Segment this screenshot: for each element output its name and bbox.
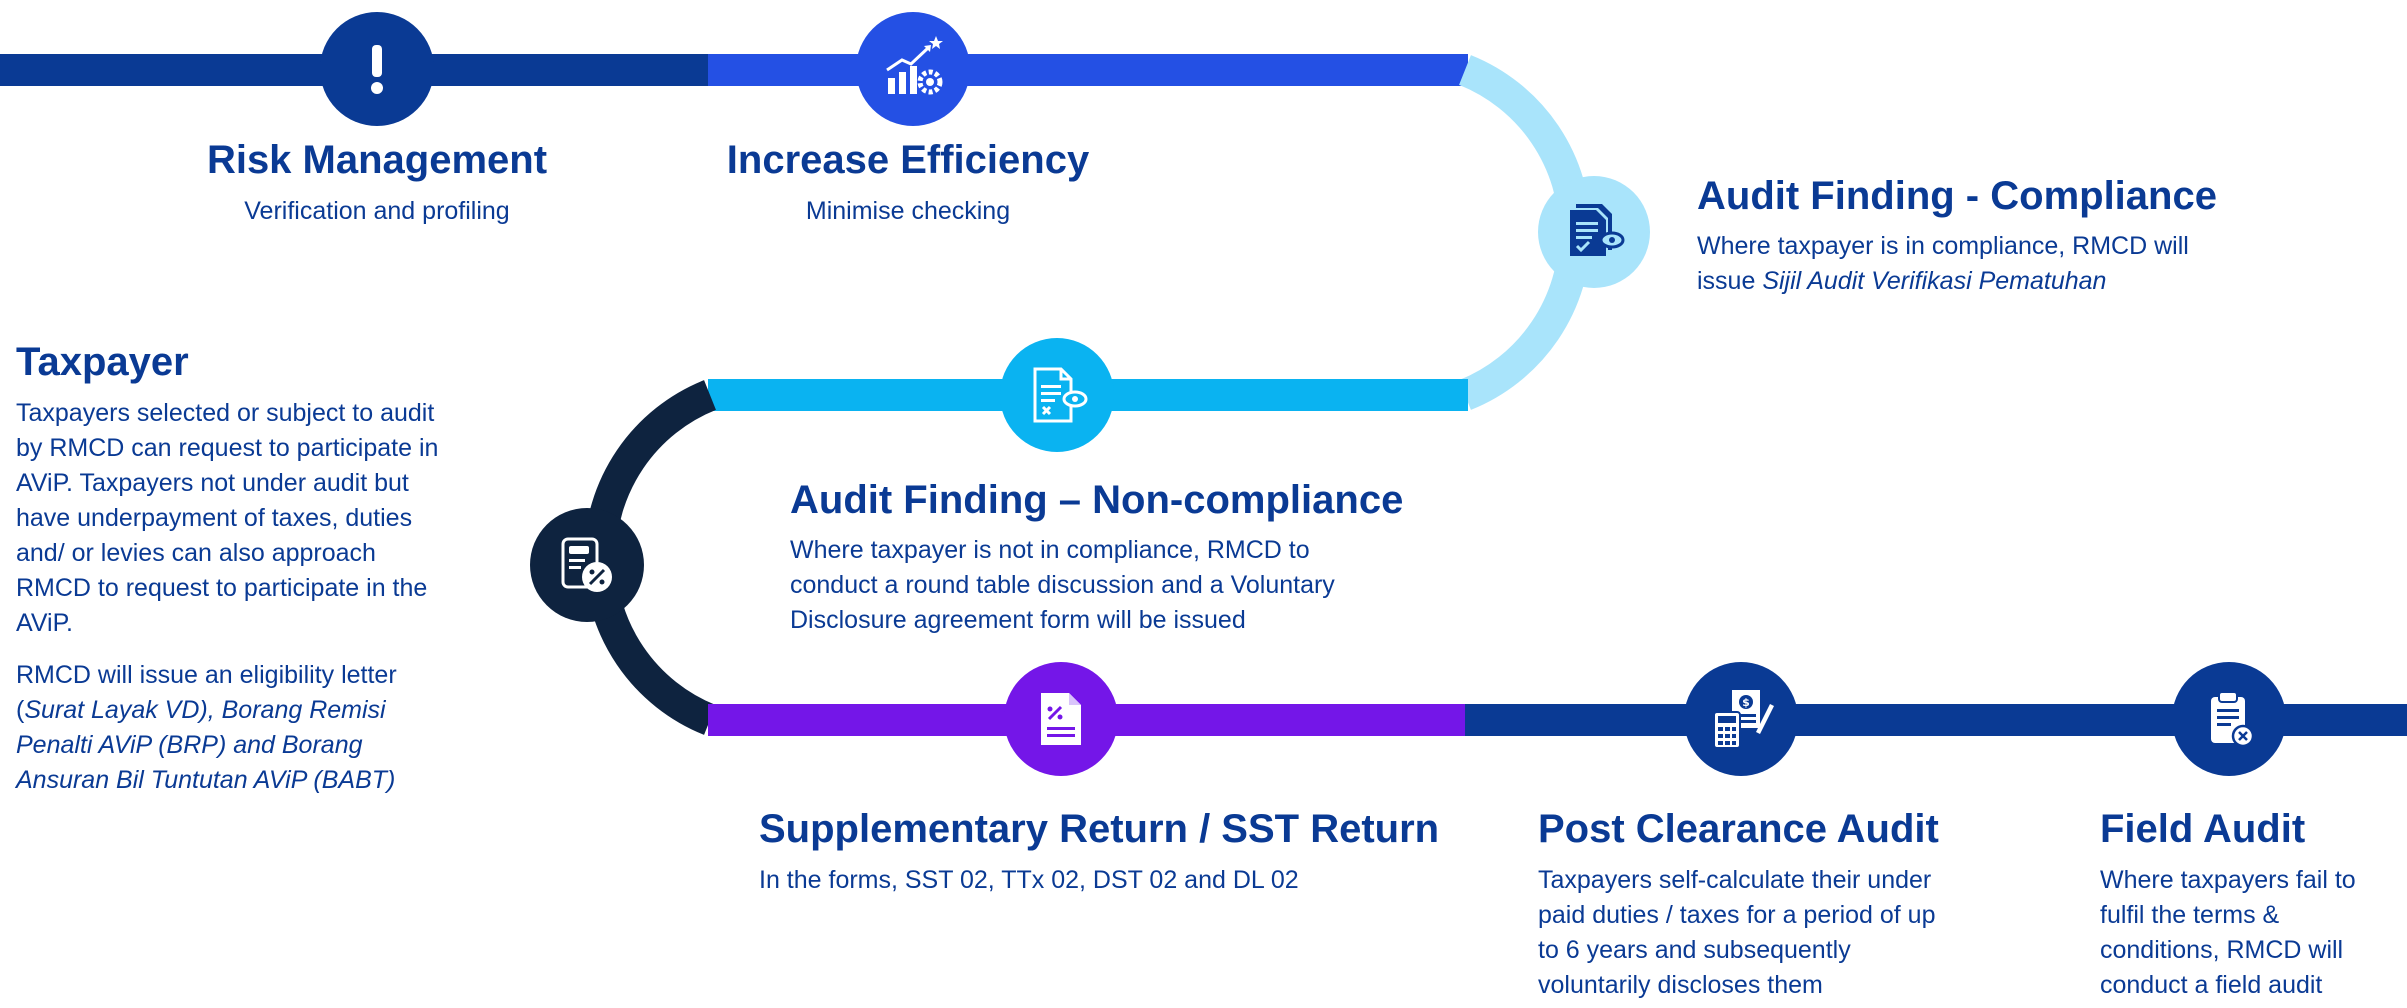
description-line: RMCD will issue an eligibility letter <box>16 661 397 689</box>
description-line: Taxpayers selected or subject to audit <box>16 399 435 427</box>
field-audit-description: Where taxpayers fail to fulfil the terms… <box>2100 863 2400 1003</box>
clipboard-cross-icon <box>2211 691 2255 748</box>
description-line: voluntarily discloses them <box>1538 971 1823 999</box>
risk-management-description: Verification and profiling <box>244 197 510 225</box>
description-line: issue Sijil Audit Verifikasi Pematuhan <box>1697 264 2297 299</box>
supplementary-return-node <box>1004 662 1118 776</box>
taxpayer-node <box>530 508 644 622</box>
description-line: Ansuran Bil Tuntutan AViP (BABT) <box>16 766 396 794</box>
field-audit-node <box>2172 662 2286 776</box>
percent-form-icon <box>1041 693 1081 745</box>
description-line: AViP. <box>16 609 73 637</box>
description-line: conditions, RMCD will <box>2100 936 2344 964</box>
description-line: conduct a round table discussion and a V… <box>790 571 1335 599</box>
description-line: paid duties / taxes for a period of up <box>1538 901 1936 929</box>
calculator-bill-icon: $ <box>1713 690 1774 749</box>
taxpayer-title: Taxpayer <box>16 340 189 384</box>
post-clearance-audit-title: Post Clearance Audit <box>1538 807 1939 851</box>
post-clearance-audit-description: Taxpayers self-calculate their under pai… <box>1538 863 1998 1003</box>
taxpayer-description: Taxpayers selected or subject to audit b… <box>16 396 496 641</box>
description-line: and/ or levies can also approach <box>16 539 376 567</box>
risk-management-title: Risk Management <box>206 138 548 182</box>
description-text: issue <box>1697 267 1763 295</box>
increase-efficiency-title: Increase Efficiency <box>726 138 1090 182</box>
field-audit-title: Field Audit <box>2100 807 2306 851</box>
document-check-eye-icon <box>1570 204 1625 256</box>
svg-text:$: $ <box>1742 696 1750 709</box>
increase-efficiency-description: Minimise checking <box>805 197 1011 225</box>
supplementary-return-title: Supplementary Return / SST Return <box>759 807 1440 851</box>
audit-compliance-description: Where taxpayer is in compliance, RMCD wi… <box>1697 229 2297 299</box>
description-line: Where taxpayers fail to <box>2100 866 2356 894</box>
audit-finding-compliance-node <box>1538 176 1650 288</box>
audit-compliance-title: Audit Finding - Compliance <box>1697 174 2217 218</box>
exclamation-icon <box>371 45 383 94</box>
taxpayer-eligibility-note: RMCD will issue an eligibility letter (S… <box>16 658 496 798</box>
description-line: Where taxpayer is in compliance, RMCD wi… <box>1697 232 2189 260</box>
description-text: ( <box>16 696 25 724</box>
description-line: AViP. Taxpayers not under audit but <box>16 469 409 497</box>
description-line: fulfil the terms & <box>2100 901 2280 929</box>
description-line: (Surat Layak VD), Borang Remisi <box>16 693 496 728</box>
post-clearance-audit-node: $ <box>1684 662 1798 776</box>
percent-document-icon <box>561 537 612 592</box>
description-line: RMCD to request to participate in the <box>16 574 428 602</box>
document-cross-eye-icon <box>1033 367 1088 423</box>
increase-efficiency-node <box>856 12 970 126</box>
description-line: have underpayment of taxes, duties <box>16 504 413 532</box>
certificate-name: Sijil Audit Verifikasi Pematuhan <box>1762 267 2107 295</box>
audit-noncompliance-description: Where taxpayer is not in compliance, RMC… <box>790 533 1410 638</box>
audit-noncompliance-title: Audit Finding – Non-compliance <box>790 478 1404 522</box>
description-line: Penalti AViP (BRP) and Borang <box>16 731 363 759</box>
description-line: to 6 years and subsequently <box>1538 936 1851 964</box>
description-line: conduct a field audit <box>2100 971 2323 999</box>
supplementary-return-description: In the forms, SST 02, TTx 02, DST 02 and… <box>759 866 1299 894</box>
document-names: Surat Layak VD), Borang Remisi <box>24 696 386 724</box>
risk-management-node <box>320 12 434 126</box>
description-line: Where taxpayer is not in compliance, RMC… <box>790 536 1310 564</box>
description-line: Disclosure agreement form will be issued <box>790 606 1246 634</box>
audit-finding-noncompliance-node <box>1000 338 1114 452</box>
description-line: Taxpayers self-calculate their under <box>1538 866 1932 894</box>
description-line: by RMCD can request to participate in <box>16 434 439 462</box>
growth-chart-gear-icon <box>886 36 943 95</box>
